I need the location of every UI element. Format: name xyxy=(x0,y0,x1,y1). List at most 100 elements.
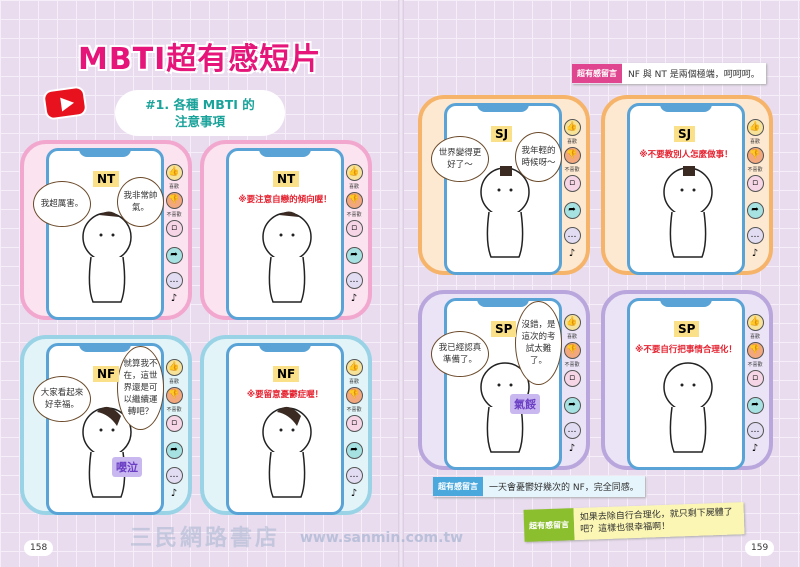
music-note-icon: ♪ xyxy=(751,248,759,259)
like-label: 喜歡 xyxy=(566,139,577,145)
dislike-label: 不喜歡 xyxy=(166,407,182,413)
dislike-label: 不喜歡 xyxy=(747,362,763,368)
comment-icon[interactable]: ▫ xyxy=(563,175,581,192)
character-illustration xyxy=(262,406,312,498)
subtitle-cloud: #1. 各種 MBTI 的 注意事項 xyxy=(115,90,285,136)
music-note-icon: ♪ xyxy=(751,443,759,454)
dislike-button[interactable]: 👎 xyxy=(563,147,581,164)
book-gutter xyxy=(398,0,404,567)
phone-frame: NF ※要留意憂鬱症喔！ xyxy=(226,343,344,515)
dislike-label: 不喜歡 xyxy=(166,212,182,218)
dislike-button[interactable]: 👎 xyxy=(165,192,183,209)
dislike-button[interactable]: 👎 xyxy=(345,192,363,209)
comment-icon[interactable]: ▫ xyxy=(345,415,363,432)
comment-blue: 超有感留言 一天會憂鬱好幾次的 NF，完全同感。 xyxy=(433,476,645,497)
character-illustration xyxy=(82,406,132,498)
dislike-button[interactable]: 👎 xyxy=(345,387,363,404)
youtube-play-icon xyxy=(42,85,88,121)
page-title: MBTI超有感短片 xyxy=(78,42,322,77)
phone-notch xyxy=(660,103,712,112)
like-button[interactable]: 👍 xyxy=(746,119,764,136)
mbti-type-tag: NF xyxy=(273,366,300,382)
share-icon[interactable]: ➦ xyxy=(563,397,581,414)
dislike-label: 不喜歡 xyxy=(747,167,763,173)
like-label: 喜歡 xyxy=(348,379,359,385)
like-button[interactable]: 👍 xyxy=(563,119,581,136)
like-button[interactable]: 👍 xyxy=(746,314,764,331)
like-button[interactable]: 👍 xyxy=(165,359,183,376)
more-icon[interactable]: … xyxy=(345,272,363,289)
share-icon[interactable]: ➦ xyxy=(746,202,764,219)
share-icon[interactable]: ➦ xyxy=(563,202,581,219)
share-icon[interactable]: ➦ xyxy=(165,247,183,264)
phone-notch xyxy=(477,298,529,307)
more-icon[interactable]: … xyxy=(345,467,363,484)
video-action-bar: 👍 喜歡 👎 不喜歡 ▫ ➦ … ♪ xyxy=(164,359,184,499)
like-label: 喜歡 xyxy=(566,334,577,340)
speech-bubble: 世界變得更好了～ xyxy=(431,136,489,182)
more-icon[interactable]: … xyxy=(563,422,581,439)
like-button[interactable]: 👍 xyxy=(345,164,363,181)
comic-card-sj: SJ 世界變得更好了～我年輕的時候呀～ 👍 喜歡 👎 不喜歡 ▫ ➦ … ♪ xyxy=(418,95,590,275)
comic-card-nt: NT※要注意自戀的傾向喔！ 👍 喜歡 👎 不喜歡 ▫ ➦ … ♪ xyxy=(200,140,372,320)
video-action-bar: 👍 喜歡 👎 不喜歡 ▫ ➦ … ♪ xyxy=(164,164,184,304)
comment-icon[interactable]: ▫ xyxy=(563,370,581,387)
phone-frame: NF 大家看起來好幸福。就算我不在，這世界還是可以繼續運轉吧？ xyxy=(33,343,164,515)
dislike-label: 不喜歡 xyxy=(346,407,362,413)
more-icon[interactable]: … xyxy=(165,467,183,484)
speech-bubble: 大家看起來好幸福。 xyxy=(33,376,91,422)
share-icon[interactable]: ➦ xyxy=(345,442,363,459)
character-illustration xyxy=(262,211,312,303)
more-icon[interactable]: … xyxy=(746,227,764,244)
like-button[interactable]: 👍 xyxy=(345,359,363,376)
more-icon[interactable]: … xyxy=(165,272,183,289)
comment-icon[interactable]: ▫ xyxy=(345,220,363,237)
comment-icon[interactable]: ▫ xyxy=(165,220,183,237)
like-button[interactable]: 👍 xyxy=(563,314,581,331)
video-action-bar: 👍 喜歡 👎 不喜歡 ▫ ➦ … ♪ xyxy=(745,314,765,454)
share-icon[interactable]: ➦ xyxy=(165,442,183,459)
character-illustration xyxy=(663,166,713,258)
mbti-type-tag: SP xyxy=(491,321,517,337)
comic-card-nt: NT 我超厲害。我非常帥氣。 👍 喜歡 👎 不喜歡 ▫ ➦ … ♪ xyxy=(20,140,192,320)
like-label: 喜歡 xyxy=(348,184,359,190)
dislike-label: 不喜歡 xyxy=(564,167,580,173)
speech-bubble: 我年輕的時候呀～ xyxy=(515,132,562,182)
warning-text: ※要留意憂鬱症喔！ xyxy=(246,390,324,400)
dislike-button[interactable]: 👎 xyxy=(165,387,183,404)
like-button[interactable]: 👍 xyxy=(165,164,183,181)
share-icon[interactable]: ➦ xyxy=(345,247,363,264)
phone-frame: SJ 世界變得更好了～我年輕的時候呀～ xyxy=(431,103,562,275)
comment-icon[interactable]: ▫ xyxy=(746,370,764,387)
phone-frame: SP 我已經認真準備了。沒錯，是這次的考試太難了。 xyxy=(431,298,562,470)
video-action-bar: 👍 喜歡 👎 不喜歡 ▫ ➦ … ♪ xyxy=(562,119,582,259)
emotion-sticker: 氣餒 xyxy=(510,394,540,414)
comment-icon[interactable]: ▫ xyxy=(746,175,764,192)
video-action-bar: 👍 喜歡 👎 不喜歡 ▫ ➦ … ♪ xyxy=(344,359,364,499)
more-icon[interactable]: … xyxy=(563,227,581,244)
warning-text: ※不要教別人怎麼做事！ xyxy=(639,150,733,160)
dislike-label: 不喜歡 xyxy=(346,212,362,218)
video-action-bar: 👍 喜歡 👎 不喜歡 ▫ ➦ … ♪ xyxy=(344,164,364,304)
phone-notch xyxy=(259,148,311,157)
page-number-left: 158 xyxy=(24,540,54,556)
speech-bubble: 就算我不在，這世界還是可以繼續運轉吧？ xyxy=(117,346,164,430)
comic-card-sp: SP 我已經認真準備了。沒錯，是這次的考試太難了。氣餒 👍 喜歡 👎 不喜歡 ▫… xyxy=(418,290,590,470)
dislike-button[interactable]: 👎 xyxy=(746,342,764,359)
comic-card-nf: NF ※要留意憂鬱症喔！ 👍 喜歡 👎 不喜歡 ▫ ➦ … ♪ xyxy=(200,335,372,515)
comic-card-sp: SP※不要自行把事情合理化！ 👍 喜歡 👎 不喜歡 ▫ ➦ … ♪ xyxy=(601,290,773,470)
phone-notch xyxy=(79,343,131,352)
more-icon[interactable]: … xyxy=(746,422,764,439)
share-icon[interactable]: ➦ xyxy=(746,397,764,414)
subtitle-line-1: #1. 各種 MBTI 的 xyxy=(145,97,255,112)
like-label: 喜歡 xyxy=(168,379,179,385)
warning-text: ※不要自行把事情合理化！ xyxy=(635,345,737,355)
phone-notch xyxy=(79,148,131,157)
like-label: 喜歡 xyxy=(168,184,179,190)
dislike-button[interactable]: 👎 xyxy=(563,342,581,359)
comment-icon[interactable]: ▫ xyxy=(165,415,183,432)
character-illustration xyxy=(663,362,713,453)
dislike-button[interactable]: 👎 xyxy=(746,147,764,164)
watermark-name: 三民網路書店 xyxy=(130,526,281,551)
music-note-icon: ♪ xyxy=(170,293,178,304)
